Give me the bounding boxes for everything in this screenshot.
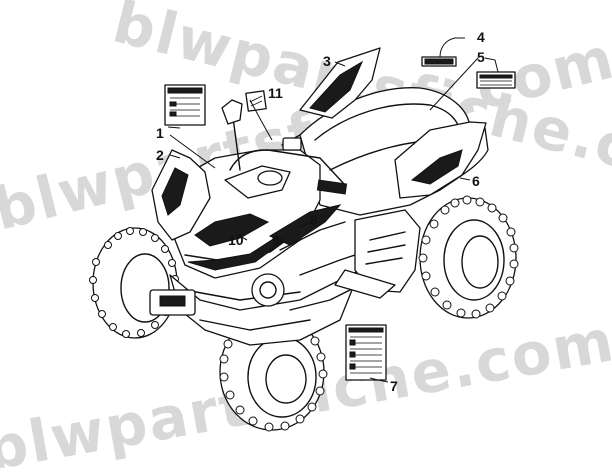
callout-10: 10 — [228, 232, 244, 248]
rear-wheel — [418, 195, 519, 319]
leader-lines — [167, 37, 499, 383]
callout-6: 6 — [472, 173, 480, 189]
callout-labels: 1 2 3 4 5 6 7 8 9 10 11 — [156, 29, 485, 394]
callout-1: 1 — [156, 125, 164, 141]
chassis — [149, 249, 371, 346]
callout-11: 11 — [268, 85, 283, 101]
decal-placards — [164, 56, 516, 381]
rear-body — [299, 47, 489, 299]
callout-9: 9 — [272, 232, 280, 248]
callout-2: 2 — [156, 147, 164, 163]
callout-3: 3 — [323, 53, 331, 69]
callout-8: 8 — [310, 212, 318, 228]
callout-7: 7 — [390, 378, 398, 394]
callout-5: 5 — [477, 49, 485, 65]
front-body — [151, 99, 348, 279]
callout-4: 4 — [477, 29, 485, 45]
front-left-wheel — [89, 227, 179, 339]
